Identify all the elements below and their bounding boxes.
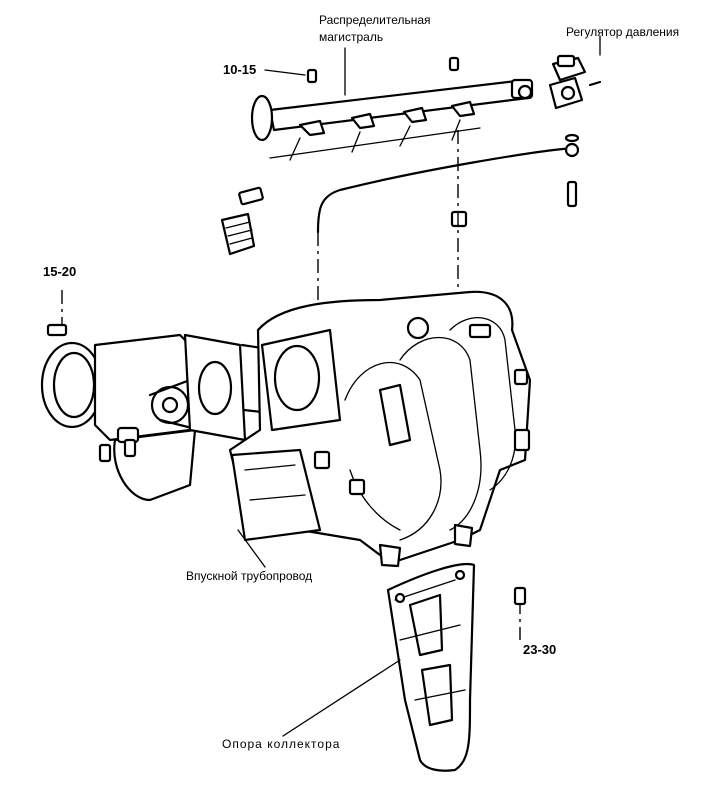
- fuel-rail-label: Распределительная магистраль: [319, 13, 434, 44]
- throttle-gasket: [183, 333, 247, 442]
- intake-manifold-label: Впускной трубопровод: [186, 569, 312, 583]
- rail-bolt-leader: [264, 69, 306, 76]
- hose-clip: [564, 142, 580, 158]
- throttle-bolt-torque: 15-20: [43, 264, 76, 279]
- injector-seal: [450, 210, 468, 228]
- intake-manifold-body: [228, 290, 532, 568]
- vacuum-hose: [316, 146, 577, 234]
- manifold-support-leader: [282, 659, 401, 737]
- pressure-regulator-label: Регулятор давления: [566, 25, 679, 39]
- support-bolt-torque: 23-30: [523, 642, 556, 657]
- pressure-regulator: [548, 54, 602, 110]
- throttle-bolt: [46, 323, 68, 337]
- injector: [220, 186, 264, 256]
- fuel-rail: [250, 56, 534, 161]
- rail-bolt-torque: 10-15: [223, 62, 256, 77]
- support-bolt: [513, 586, 527, 606]
- regulator-bolt: [566, 180, 578, 208]
- manifold-support-label: Опора коллектора: [222, 737, 340, 751]
- throttle-body: [40, 333, 202, 502]
- intake-manifold-leader: [237, 529, 266, 568]
- manifold-support: [386, 562, 476, 772]
